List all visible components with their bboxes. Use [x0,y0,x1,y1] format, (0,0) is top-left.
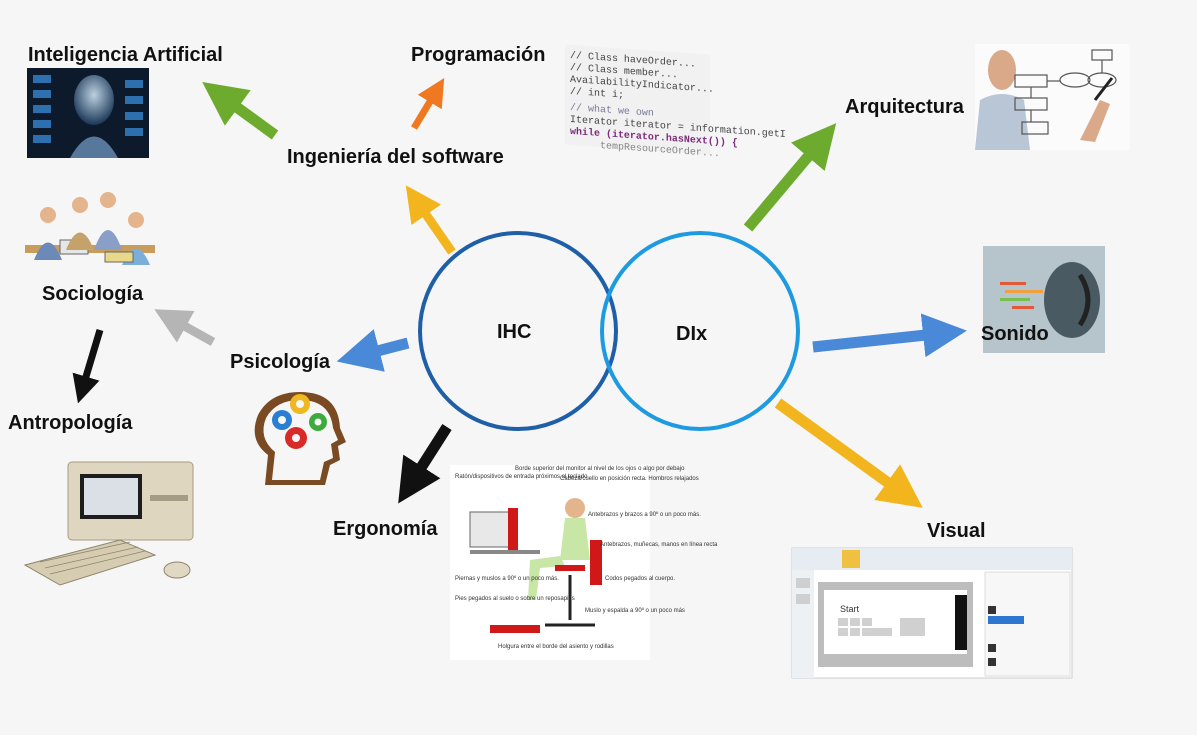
label-antropologia: Antropología [8,412,133,434]
arrow-to-architecture [743,123,837,232]
ergonomics-note: Borde superior del monitor al nivel de l… [515,466,685,472]
ergonomics-note: Pies pegados al suelo o sobre un reposap… [455,596,575,602]
architecture-image [975,44,1130,150]
arrow-to-visual [774,398,923,508]
label-arquitectura: Arquitectura [845,96,964,118]
code-image: // Class haveOrder... // Class member...… [565,44,786,160]
code-line: // int i; [570,86,624,102]
code-line: // what we own [570,102,654,120]
visual-start-label: Start [840,604,860,614]
sociology-image [20,185,165,285]
ergonomics-note: Cabeza/cuello en posición recta. Hombros… [560,476,699,482]
ergonomics-image: Ratón/dispositivos de entrada próximos a… [450,465,718,660]
ergonomics-note: Antebrazos, muñecas, manos en línea rect… [600,542,718,548]
arrow-to-programming [411,78,445,130]
psychology-image [254,392,346,485]
label-ingenieria-software: Ingeniería del software [287,146,504,168]
ai-image [27,68,149,158]
arrow-to-software-eng [405,185,456,255]
ergonomics-note: Muslo y espalda a 90º o un poco más [585,607,685,614]
visual-image: Start [791,547,1073,679]
arrow-to-anthropology [72,328,104,404]
ergonomics-note: Ratón/dispositivos de entrada próximos a… [455,474,588,480]
label-psicologia: Psicología [230,351,331,373]
label-ihc: IHC [497,321,532,343]
arrow-to-ai [202,82,279,140]
arrow-to-psychology [336,329,410,372]
label-sociologia: Sociología [42,283,144,305]
ergonomics-note: Holgura entre el borde del asiento y rod… [498,644,614,650]
label-dix: DIx [676,323,708,345]
gear-icon [290,394,310,414]
arrow-to-ergonomics [398,424,452,504]
ergonomics-note: Codos pegados al cuerpo. [605,576,675,582]
ergonomics-note: Antebrazos y brazos a 90º o un poco más. [588,511,701,518]
gear-icon [309,413,327,431]
gear-icon [272,410,292,430]
label-sonido: Sonido [981,323,1049,345]
ergonomics-note: Piernas y muslos a 90º o un poco más. [455,575,559,582]
label-inteligencia-artificial: Inteligencia Artificial [28,44,223,66]
computer-image [23,461,194,586]
sound-image [983,246,1105,353]
ihc-circle [418,231,618,431]
arrow-to-sociology [154,309,216,346]
label-ergonomia: Ergonomía [333,518,438,540]
label-programacion: Programación [411,44,546,66]
label-visual: Visual [927,520,986,542]
dix-circle [600,231,800,431]
gear-icon [285,427,307,449]
arrow-to-sound [812,313,967,358]
